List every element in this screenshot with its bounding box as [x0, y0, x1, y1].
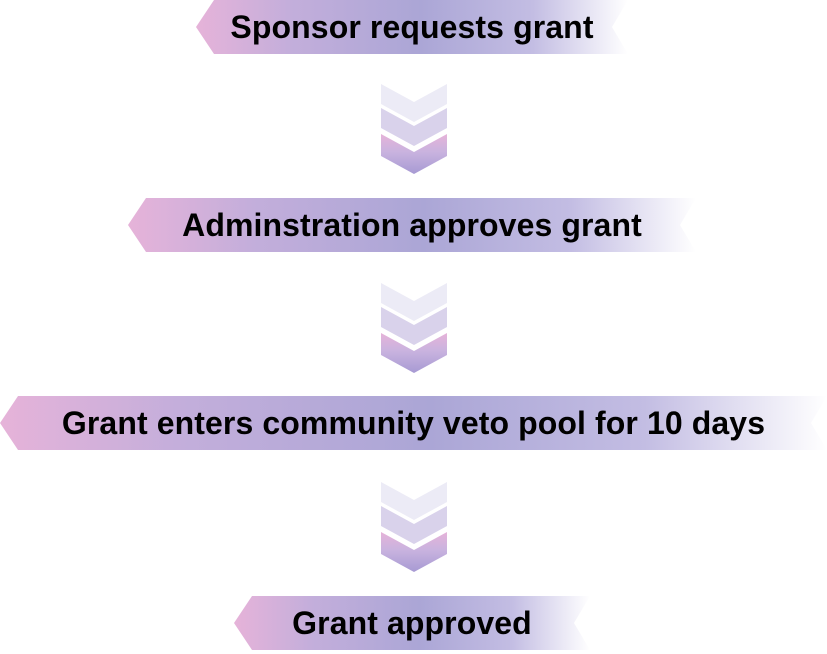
step-label: Adminstration approves grant	[182, 206, 642, 243]
step-label: Sponsor requests grant	[230, 8, 594, 45]
step-sponsor-requests-grant: Sponsor requests grant	[196, 0, 628, 54]
step-administration-approves-grant: Adminstration approves grant	[128, 198, 696, 252]
down-chevron-icon	[379, 84, 449, 176]
step-grant-approved: Grant approved	[234, 596, 590, 650]
step-label: Grant enters community veto pool for 10 …	[61, 404, 766, 441]
down-chevron-icon	[379, 283, 449, 375]
step-label: Grant approved	[292, 604, 532, 641]
step-community-veto-pool: Grant enters community veto pool for 10 …	[0, 396, 827, 450]
down-chevron-icon	[379, 482, 449, 574]
